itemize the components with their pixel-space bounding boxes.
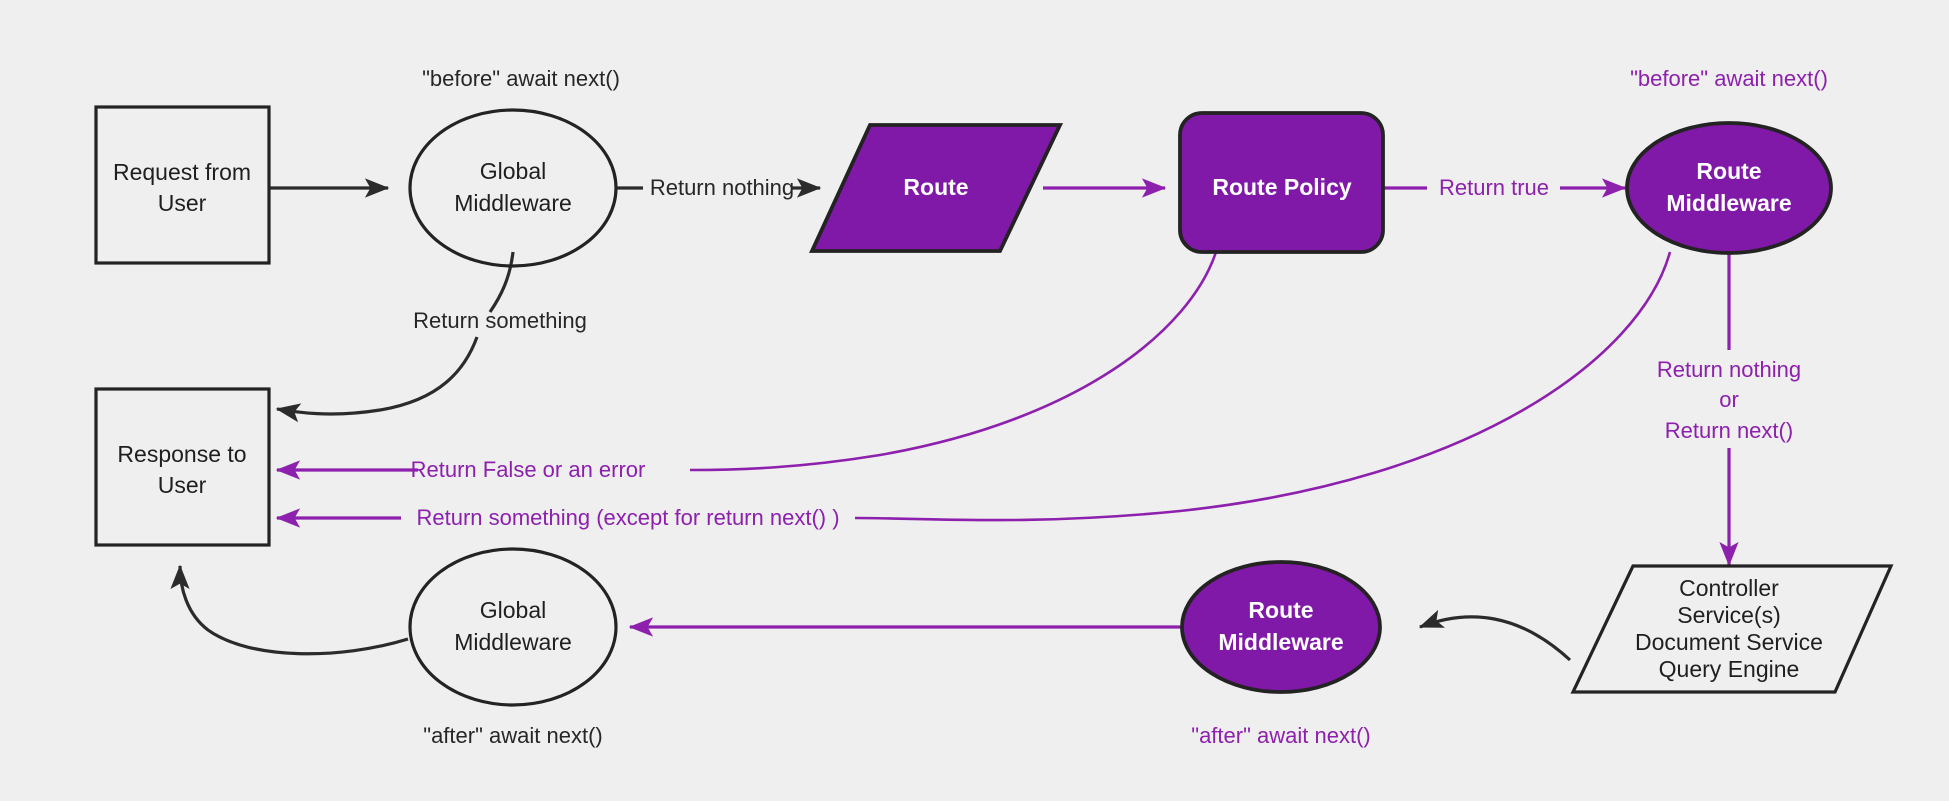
node-route-middleware-bottom-line1: Route bbox=[1248, 597, 1313, 623]
edge-route-policy-to-route-middleware: Return true bbox=[1383, 175, 1627, 200]
node-route[interactable]: Route bbox=[809, 123, 1064, 253]
node-route-middleware-top-line2: Middleware bbox=[1666, 190, 1791, 216]
node-request-from-user[interactable]: Request from User bbox=[94, 105, 271, 265]
node-controller-services-line1: Controller bbox=[1679, 575, 1779, 601]
node-route-policy[interactable]: Route Policy bbox=[1178, 111, 1385, 254]
node-controller-services-line3: Document Service bbox=[1635, 629, 1823, 655]
edge-label-return-next: Return next() bbox=[1665, 418, 1793, 443]
edge-label-return-false-or-error: Return False or an error bbox=[411, 457, 646, 482]
node-global-middleware-bottom[interactable]: Global Middleware bbox=[408, 547, 618, 707]
edge-label-return-something: Return something bbox=[413, 308, 587, 333]
edge-route-middleware-to-controller: Return nothing or Return next() bbox=[1657, 253, 1801, 567]
edge-label-return-true: Return true bbox=[1439, 175, 1549, 200]
annotation-before-await-next-dark: "before" await next() bbox=[422, 66, 620, 91]
node-response-to-user-line2: User bbox=[158, 472, 207, 498]
node-controller-services-line2: Service(s) bbox=[1677, 602, 1781, 628]
node-global-middleware-bottom-line2: Middleware bbox=[454, 629, 572, 655]
node-controller-services[interactable]: Controller Service(s) Document Service Q… bbox=[1570, 564, 1894, 694]
annotation-after-await-next-dark: "after" await next() bbox=[423, 723, 602, 748]
edge-controller-to-route-middleware-bottom bbox=[1418, 609, 1572, 662]
edge-label-return-something-except: Return something (except for return next… bbox=[416, 505, 839, 530]
node-route-label: Route bbox=[903, 174, 968, 200]
node-controller-services-line4: Query Engine bbox=[1659, 656, 1800, 682]
node-route-policy-label: Route Policy bbox=[1212, 174, 1352, 200]
node-route-middleware-top-line1: Route bbox=[1696, 158, 1761, 184]
edge-label-or: or bbox=[1719, 387, 1739, 412]
node-request-from-user-line1: Request from bbox=[113, 159, 251, 185]
node-response-to-user-line1: Response to bbox=[117, 441, 246, 467]
node-route-middleware-bottom-line2: Middleware bbox=[1218, 629, 1343, 655]
edge-global-middleware-to-route: Return nothing bbox=[616, 175, 822, 200]
node-global-middleware-top-line2: Middleware bbox=[454, 190, 572, 216]
annotation-after-await-next-purple: "after" await next() bbox=[1191, 723, 1370, 748]
node-global-middleware-top-line1: Global bbox=[480, 158, 546, 184]
edge-global-bottom-to-response bbox=[170, 564, 409, 656]
node-global-middleware-top[interactable]: Global Middleware bbox=[408, 108, 618, 268]
edge-label-return-nothing-2: Return nothing bbox=[1657, 357, 1801, 382]
node-response-to-user[interactable]: Response to User bbox=[94, 387, 271, 547]
node-request-from-user-line2: User bbox=[158, 190, 207, 216]
node-route-middleware-top[interactable]: Route Middleware bbox=[1625, 121, 1833, 255]
annotation-before-await-next-purple: "before" await next() bbox=[1630, 66, 1828, 91]
node-global-middleware-bottom-line1: Global bbox=[480, 597, 546, 623]
edge-label-return-nothing: Return nothing bbox=[650, 175, 794, 200]
edge-route-middleware-to-response: Return something (except for return next… bbox=[275, 251, 1672, 530]
edge-global-middleware-return-something: Return something bbox=[275, 251, 587, 423]
node-route-middleware-bottom[interactable]: Route Middleware bbox=[1180, 560, 1382, 694]
edge-route-policy-to-response: Return False or an error bbox=[275, 251, 1218, 482]
